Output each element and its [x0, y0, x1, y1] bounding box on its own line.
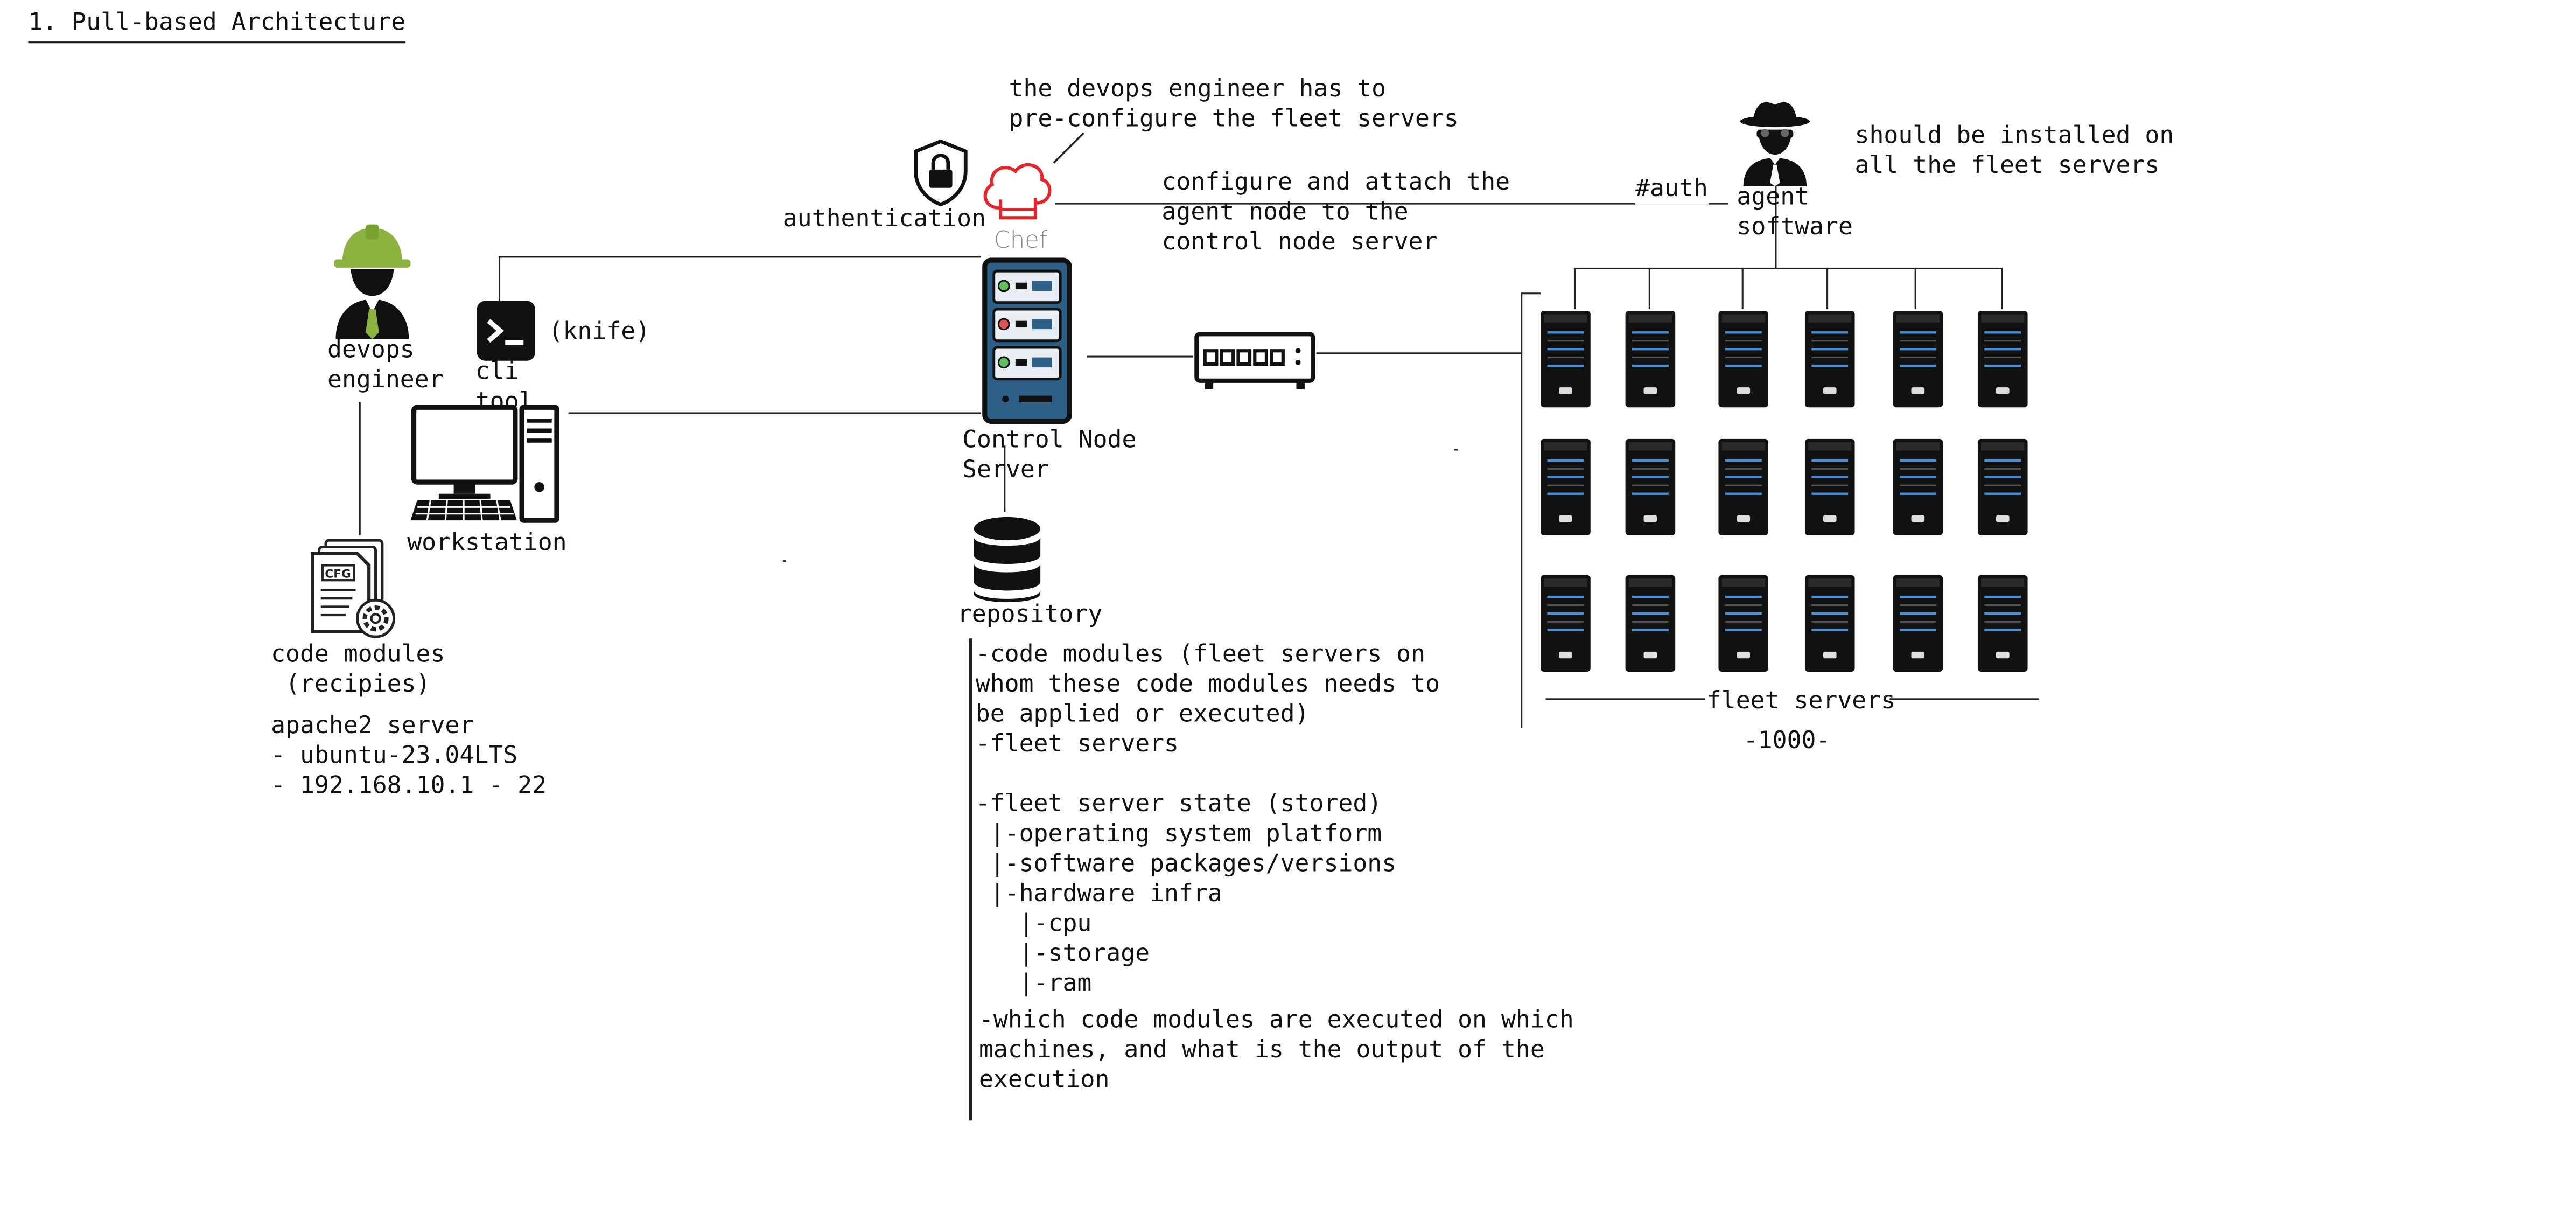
- tower-server-icon: [1803, 309, 1857, 409]
- agent-drop: [1573, 267, 1576, 310]
- repository-contents-execution: -which code modules are executed on whic…: [978, 1007, 1574, 1094]
- workstation-label: workstation: [407, 530, 567, 557]
- agent-drop: [1648, 267, 1651, 310]
- knife-label: (knife): [548, 319, 650, 346]
- tower-server-icon: [1624, 437, 1677, 537]
- tower-server-icon: [1539, 309, 1592, 409]
- line-cli-to-control: [498, 256, 981, 259]
- line-switch-to-fleet: [1316, 352, 1523, 355]
- devops-preconfigure-note: the devops engineer has to pre-configure…: [1009, 76, 1459, 133]
- line-control-to-switch: [1087, 355, 1194, 358]
- repository-contents-modules: -code modules (fleet servers on whom the…: [975, 642, 1440, 758]
- agent-drop: [2001, 267, 2004, 310]
- engineer-icon: [329, 219, 415, 339]
- shield-lock-icon: [911, 138, 970, 208]
- agent-drop: [1826, 267, 1829, 310]
- tower-server-icon: [1891, 574, 1944, 673]
- line-control-to-repository: [1004, 445, 1006, 512]
- tower-server-icon: [1891, 309, 1944, 409]
- line-chef-to-agent: [1055, 203, 1728, 205]
- fleet-bracket-line: [1521, 292, 1523, 728]
- apache-server-info: apache2 server - ubuntu-23.04LTS - 192.1…: [271, 713, 547, 800]
- spy-agent-icon: [1737, 96, 1813, 186]
- control-node-label: Control Node Server: [962, 427, 1137, 484]
- stray-mark: [1454, 449, 1458, 451]
- repository-bracket-line: [969, 638, 972, 1121]
- tower-server-icon: [1717, 574, 1770, 673]
- code-modules-label: code modules (recipies): [271, 642, 445, 699]
- repository-contents-state: -fleet server state (stored) |-operating…: [975, 791, 1397, 998]
- agent-trunk-line: [1775, 186, 1777, 270]
- tower-server-icon: [1624, 309, 1677, 409]
- network-switch-icon: [1193, 331, 1316, 392]
- note-leader-line: [1053, 132, 1084, 164]
- diagram-title: 1. Pull-based Architecture: [28, 8, 405, 44]
- fleet-caption-line-left: [1545, 698, 1705, 701]
- fleet-servers-label: fleet servers: [1706, 688, 1896, 715]
- cfg-icon-text: CFG: [325, 568, 351, 581]
- tower-server-icon: [1803, 574, 1857, 673]
- tower-server-icon: [1539, 437, 1592, 537]
- tower-server-icon: [1624, 574, 1677, 673]
- server-rack-icon: [982, 257, 1072, 424]
- database-icon: [971, 515, 1044, 605]
- desktop-computer-icon: [407, 404, 560, 524]
- devops-engineer-label: devops engineer: [327, 337, 444, 394]
- tower-server-icon: [1539, 574, 1592, 673]
- agent-drop: [1914, 267, 1917, 310]
- configure-attach-note: configure and attach the agent node to t…: [1161, 169, 1510, 256]
- tower-server-icon: [1976, 309, 2029, 409]
- fleet-caption-line-right: [1889, 698, 2040, 701]
- tower-server-icon: [1803, 437, 1857, 537]
- agent-software-label: agent software: [1737, 184, 1853, 241]
- fleet-bracket-top: [1521, 292, 1541, 295]
- tower-server-icon: [1717, 309, 1770, 409]
- agent-drop: [1741, 267, 1744, 310]
- terminal-icon[interactable]: [475, 299, 537, 362]
- line-engineer-to-modules: [359, 402, 361, 535]
- cli-tool-label: cli tool: [475, 359, 534, 416]
- agent-branch-line: [1573, 267, 2003, 270]
- tower-server-icon: [1891, 437, 1944, 537]
- config-file-icon: CFG: [306, 535, 399, 638]
- auth-tag: #auth: [1635, 175, 1708, 205]
- chef-hat-icon: [979, 158, 1055, 224]
- tower-server-icon: [1717, 437, 1770, 537]
- fleet-count-label: -1000-: [1743, 728, 1831, 755]
- repository-label: repository: [957, 602, 1103, 629]
- chef-logo-text: Chef: [993, 227, 1048, 255]
- tower-server-icon: [1976, 437, 2029, 537]
- line-cli-drop: [498, 256, 501, 301]
- line-workstation-to-control: [568, 412, 981, 415]
- tower-server-icon: [1976, 574, 2029, 673]
- stray-mark: [782, 560, 786, 562]
- authentication-label: authentication: [782, 206, 986, 233]
- agent-install-note: should be installed on all the fleet ser…: [1854, 123, 2174, 180]
